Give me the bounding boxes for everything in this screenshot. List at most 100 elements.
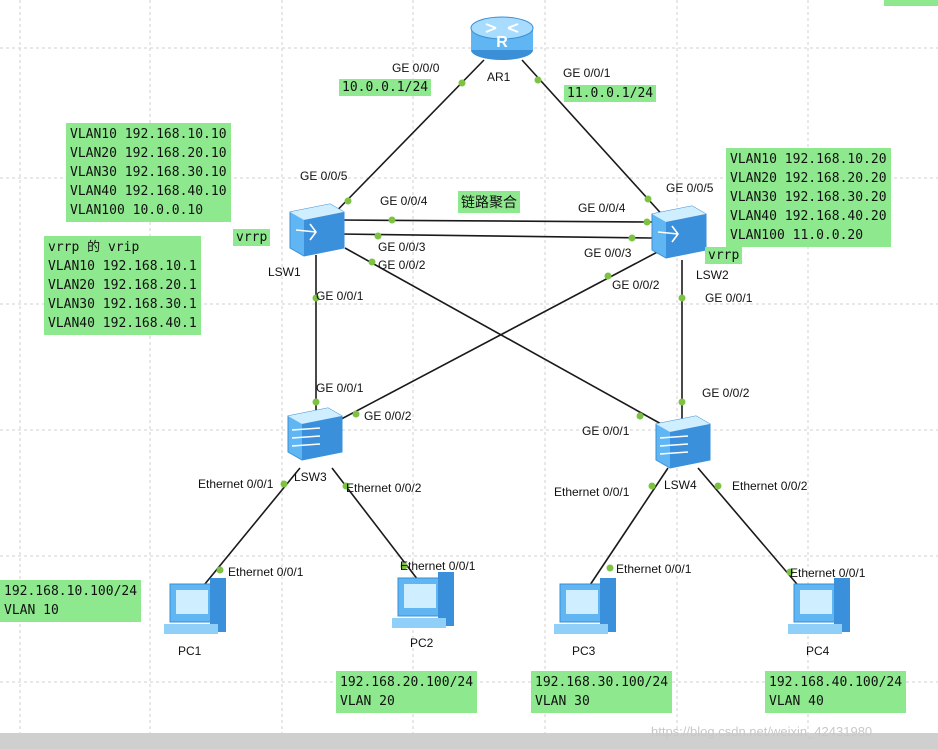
pc4-info-box: 192.168.40.100/24 VLAN 40 xyxy=(765,671,907,713)
pc-icon xyxy=(554,578,616,634)
port-label: GE 0/0/2 xyxy=(378,258,426,272)
port-label: Ethernet 0/0/2 xyxy=(732,479,808,493)
bottom-scrollbar[interactable] xyxy=(0,733,938,749)
port-label: Ethernet 0/0/1 xyxy=(554,485,630,499)
lsw2-vlanif-line: VLAN30 192.168.30.20 xyxy=(730,190,887,205)
link-lsw4-pc4 xyxy=(697,467,803,591)
port-label: Ethernet 0/0/2 xyxy=(346,481,422,495)
port-dot xyxy=(714,482,722,490)
port-dot xyxy=(604,272,612,280)
pc1-label: PC1 xyxy=(178,644,202,658)
port-dot xyxy=(388,216,396,224)
port-label: GE 0/0/1 xyxy=(316,381,364,395)
port-label: GE 0/0/3 xyxy=(378,240,426,254)
port-label: Ethernet 0/0/1 xyxy=(400,559,476,573)
lsw2-vlanif-box: VLAN10 192.168.10.20 VLAN20 192.168.20.2… xyxy=(726,148,891,247)
svg-text:R: R xyxy=(496,34,508,51)
vrrp-vip-box: vrrp 的 vrip VLAN10 192.168.10.1 VLAN20 1… xyxy=(44,236,201,335)
vrrp-tag-lsw2: vrrp xyxy=(705,247,743,264)
link-aggregation-label: 链路聚合 xyxy=(458,191,520,213)
lsw2-vlanif-line: VLAN10 192.168.10.20 xyxy=(730,152,887,167)
access-switch-icon xyxy=(655,415,711,469)
lsw1-vlanif-box: VLAN10 192.168.10.10 VLAN20 192.168.20.1… xyxy=(66,123,231,222)
link-lsw1-lsw2-ge003 xyxy=(339,233,653,239)
port-dot xyxy=(312,398,320,406)
port-dot xyxy=(352,410,360,418)
port-label: GE 0/0/5 xyxy=(300,169,348,183)
lsw2-vlanif-line: VLAN20 192.168.20.20 xyxy=(730,171,887,186)
ar1-label: AR1 xyxy=(487,70,511,84)
port-label: GE 0/0/1 xyxy=(705,291,753,305)
port-label: Ethernet 0/0/1 xyxy=(616,562,692,576)
port-label: GE 0/0/5 xyxy=(666,181,714,195)
port-dot xyxy=(534,76,542,84)
ar1-ip-right: 11.0.0.1/24 xyxy=(564,85,657,102)
lsw2-vlanif-line: VLAN40 192.168.40.20 xyxy=(730,209,887,224)
router-icon: R xyxy=(470,16,534,60)
pc3-vlan: VLAN 30 xyxy=(535,694,590,709)
port-dot xyxy=(606,564,614,572)
pc2-label: PC2 xyxy=(410,636,434,650)
pc-icon xyxy=(164,578,226,634)
pc4-vlan: VLAN 40 xyxy=(769,694,824,709)
port-label: GE 0/0/2 xyxy=(612,278,660,292)
port-dot xyxy=(368,258,376,266)
core-switch-icon xyxy=(651,205,707,259)
port-dot xyxy=(374,232,382,240)
pc2-info-box: 192.168.20.100/24 VLAN 20 xyxy=(336,671,478,713)
port-dot xyxy=(643,218,651,226)
port-label: GE 0/0/0 xyxy=(392,61,440,75)
vrrp-vip-line: VLAN40 192.168.40.1 xyxy=(48,316,197,331)
port-dot xyxy=(312,294,320,302)
lsw1-label: LSW1 xyxy=(268,265,301,279)
pc-icon xyxy=(788,578,850,634)
link-lsw1-lsw2-ge004 xyxy=(339,219,653,223)
port-dot xyxy=(216,566,224,574)
port-label: GE 0/0/4 xyxy=(380,194,428,208)
pc-icon xyxy=(392,572,454,628)
port-label: GE 0/0/1 xyxy=(316,289,364,303)
core-switch-icon xyxy=(289,203,345,257)
lsw1-vlanif-line: VLAN10 192.168.10.10 xyxy=(70,127,227,142)
port-dot xyxy=(786,568,794,576)
pc3-ip: 192.168.30.100/24 xyxy=(535,675,669,690)
lsw2-label: LSW2 xyxy=(696,268,729,282)
watermark: https://blog.csdn.net/weixin_42431980 xyxy=(651,724,873,739)
lsw3-label: LSW3 xyxy=(294,470,327,484)
ar1-ip-left: 10.0.0.1/24 xyxy=(339,79,432,96)
lsw1-vlanif-line: VLAN40 192.168.40.10 xyxy=(70,184,227,199)
port-dot xyxy=(280,480,288,488)
port-label: Ethernet 0/0/1 xyxy=(228,565,304,579)
lsw4-label: LSW4 xyxy=(664,478,697,492)
port-label: GE 0/0/2 xyxy=(702,386,750,400)
port-dot xyxy=(636,412,644,420)
port-label: Ethernet 0/0/1 xyxy=(790,566,866,580)
pc2-vlan: VLAN 20 xyxy=(340,694,395,709)
pc4-ip: 192.168.40.100/24 xyxy=(769,675,903,690)
port-dot xyxy=(342,482,350,490)
vrrp-vip-line: VLAN20 192.168.20.1 xyxy=(48,278,197,293)
vrrp-vip-line: vrrp 的 vrip xyxy=(48,240,140,255)
port-dot xyxy=(678,294,686,302)
port-label: Ethernet 0/0/1 xyxy=(198,477,274,491)
access-switch-icon xyxy=(287,407,343,461)
pc2-ip: 192.168.20.100/24 xyxy=(340,675,474,690)
link-lsw1-lsw4 xyxy=(344,247,673,431)
port-label: GE 0/0/3 xyxy=(584,246,632,260)
lsw1-vlanif-line: VLAN30 192.168.30.10 xyxy=(70,165,227,180)
pc1-ip: 192.168.10.100/24 xyxy=(4,584,138,599)
lsw1-vlanif-line: VLAN100 10.0.0.10 xyxy=(70,203,204,218)
pc1-info-box: 192.168.10.100/24 VLAN 10 xyxy=(0,580,142,622)
port-label: GE 0/0/2 xyxy=(364,409,412,423)
lsw2-vlanif-line: VLAN100 11.0.0.20 xyxy=(730,228,864,243)
pc3-info-box: 192.168.30.100/24 VLAN 30 xyxy=(531,671,673,713)
port-dot xyxy=(628,234,636,242)
port-label: GE 0/0/1 xyxy=(582,424,630,438)
vrrp-tag-lsw1: vrrp xyxy=(233,229,271,246)
port-label: GE 0/0/4 xyxy=(578,201,626,215)
corner-label-fragment xyxy=(884,0,938,6)
vrrp-vip-line: VLAN30 192.168.30.1 xyxy=(48,297,197,312)
pc3-label: PC3 xyxy=(572,644,596,658)
port-dot xyxy=(644,195,652,203)
